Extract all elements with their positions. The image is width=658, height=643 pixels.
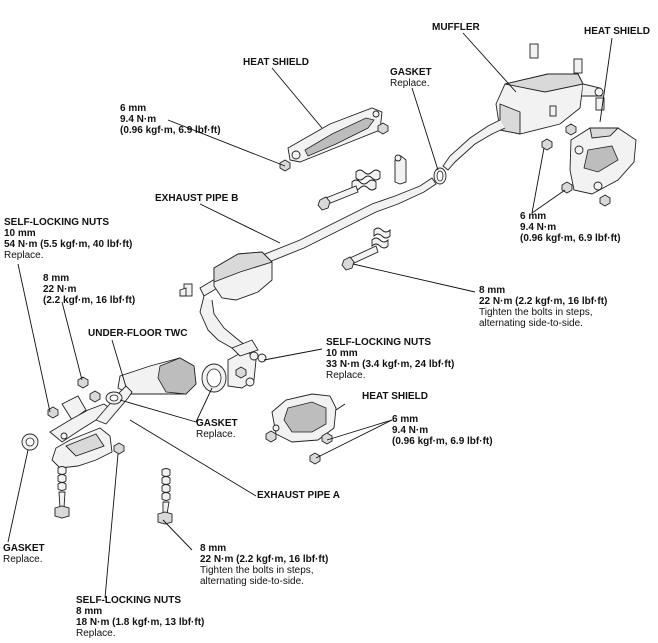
gasket-top-label: GASKET Replace. [390,67,432,89]
gasket-mid-label: GASKET Replace. [196,418,238,440]
muffler-bolts [541,123,611,207]
heat-shield-top-label: HEAT SHIELD [243,57,309,68]
under-floor-twc-part [117,339,267,395]
bolt-bottom-8mm-spec: 8 mm 22 N·m (2.2 kgf·m, 16 lbf·ft) Tight… [200,543,329,587]
heat-shield-rear-label: HEAT SHIELD [584,26,650,37]
gasket-bottom-part [21,433,39,451]
exhaust-pipe-b-part [179,154,437,355]
spring-bolts-bottom [54,466,173,525]
bolt-mid-6mm-spec: 6 mm 9.4 N·m (0.96 kgf·m, 6.9 lbf·ft) [392,414,493,447]
heat-shield-top-part [279,107,389,172]
spring-bolts-top [317,169,391,271]
exhaust-pipe-a-part [47,376,133,469]
bolt-left-8mm-spec: 8 mm 22 N·m (2.2 kgf·m, 16 lbf·ft) [43,273,136,306]
gasket-top-part [433,167,447,185]
under-floor-twc-label: UNDER-FLOOR TWC [88,328,188,339]
muffler-part [442,43,605,171]
gasket-bottom-label: GASKET Replace. [3,543,45,565]
exhaust-pipe-b-label: EXHAUST PIPE B [155,193,239,204]
heat-shield-mid-label: HEAT SHIELD [362,391,428,402]
bolt-right-8mm-spec: 8 mm 22 N·m (2.2 kgf·m, 16 lbf·ft) Tight… [479,285,608,329]
self-locking-nuts-mid-spec: SELF-LOCKING NUTS 10 mm 33 N·m (3.4 kgf·… [326,337,455,381]
self-locking-nuts-bottom-spec: SELF-LOCKING NUTS 8 mm 18 N·m (1.8 kgf·m… [76,595,205,639]
heat-shield-mid-part [265,393,337,465]
self-locking-nuts-left-spec: SELF-LOCKING NUTS 10 mm 54 N·m (5.5 kgf·… [4,217,133,261]
heat-shield-rear-part [569,127,637,195]
muffler-label: MUFFLER [432,22,480,33]
exhaust-pipe-a-label: EXHAUST PIPE A [257,490,340,501]
bolt-right-6mm-spec: 6 mm 9.4 N·m (0.96 kgf·m, 6.9 lbf·ft) [520,211,621,244]
bolt-top-left-spec: 6 mm 9.4 N·m (0.96 kgf·m, 6.9 lbf·ft) [120,103,221,136]
leader-lines [7,32,613,599]
